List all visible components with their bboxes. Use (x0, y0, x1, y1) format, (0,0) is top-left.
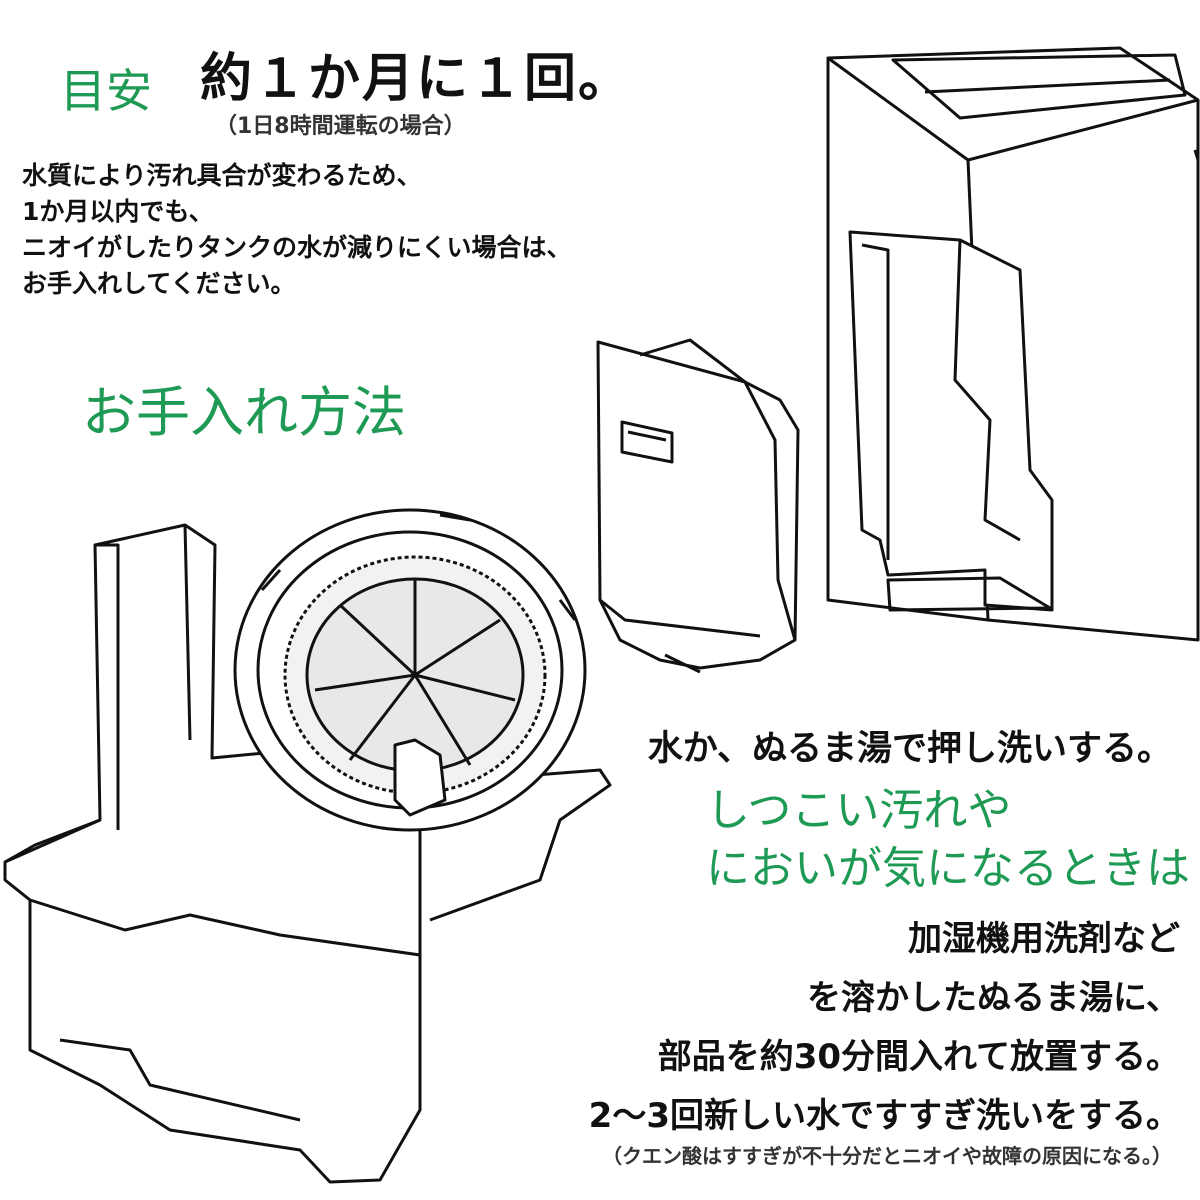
tough-stain-heading-line: しつこい汚れや (706, 785, 1012, 836)
tough-stain-step-line: 加湿機用洗剤など (908, 919, 1180, 959)
filter-tray-drawing (3, 523, 612, 1184)
guide-main-frequency: 約１か月に１回。 (200, 49, 633, 109)
tough-stain-heading: しつこい汚れや においが気になるときは (706, 782, 1190, 898)
caution-note: （クエン酸はすすぎが不十分だとニオイや故障の原因になる。） (602, 1144, 1172, 1168)
tough-stain-heading-line: においが気になるときは (706, 843, 1190, 894)
humidifier-body-drawing (826, 46, 1200, 642)
method-title: お手入れ方法 (82, 381, 406, 444)
tough-stain-steps: 加湿機用洗剤など を溶かしたぬるま湯に、 部品を約30分間入れて放置する。 2〜… (589, 910, 1180, 1146)
guide-body-line: 水質により汚れ具合が変わるため、 (22, 161, 422, 190)
guide-label: 目安 (60, 64, 152, 118)
round-filter-drawing (233, 508, 587, 832)
guide-body: 水質により汚れ具合が変わるため、 1か月以内でも、 ニオイがしたりタンクの水が減… (22, 158, 572, 302)
guide-body-line: 1か月以内でも、 (22, 197, 214, 226)
guide-body-line: お手入れしてください。 (22, 269, 296, 298)
tough-stain-step-line: 部品を約30分間入れて放置する。 (657, 1037, 1180, 1077)
guide-note: （1日8時間運転の場合） (215, 114, 466, 139)
tough-stain-step-line: を溶かしたぬるま湯に、 (807, 978, 1180, 1018)
tough-stain-step-line: 2〜3回新しい水ですすぎ洗いをする。 (588, 1096, 1180, 1136)
guide-body-line: ニオイがしたりタンクの水が減りにくい場合は、 (22, 233, 572, 262)
water-tank-drawing (596, 338, 800, 674)
step-wash-instruction: 水か、ぬるま湯で押し洗いする。 (647, 729, 1172, 769)
